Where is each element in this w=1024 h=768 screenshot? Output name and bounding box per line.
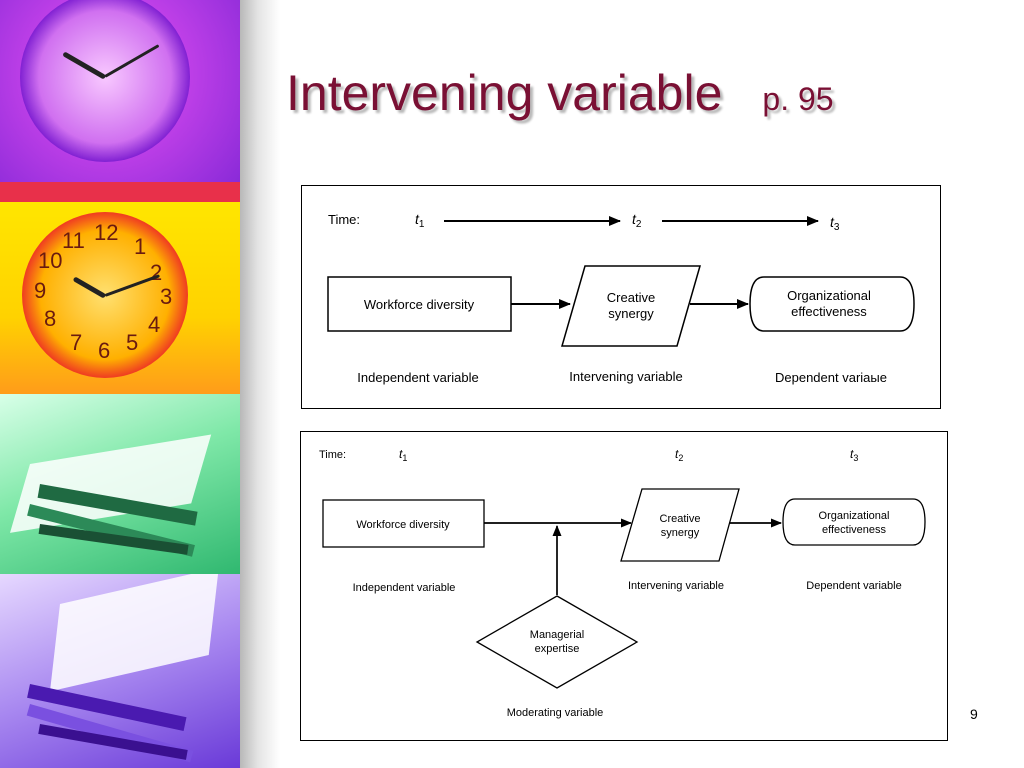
time-t3: t3 xyxy=(830,214,840,233)
slide-number: 9 xyxy=(970,706,978,722)
photo-strip-shadow xyxy=(240,0,280,768)
caption-dependent: Dependent variaыe xyxy=(775,370,887,385)
box-moderating-label-line1: Managerial xyxy=(530,629,584,641)
caption-moderating: Moderating variable xyxy=(507,707,604,719)
box-intervening-variable xyxy=(561,265,701,347)
clock-numeral: 11 xyxy=(62,228,85,253)
color-band xyxy=(0,182,240,202)
clock-face xyxy=(20,0,190,162)
slide-title-text: Intervening variable xyxy=(286,65,723,121)
clock-numeral: 3 xyxy=(160,284,173,309)
box-moderating-label-line2: expertise xyxy=(535,643,580,655)
box-independent-variable xyxy=(322,499,485,548)
caption-intervening: Intervening variable xyxy=(569,369,682,384)
caption-intervening: Intervening variable xyxy=(628,580,724,592)
clock-numeral: 5 xyxy=(126,330,139,355)
clock-minute-hand xyxy=(104,44,160,78)
box-dependent-variable xyxy=(782,498,926,546)
caption-independent: Independent variable xyxy=(353,582,456,594)
box-dependent-label-line1: Organizational xyxy=(787,288,871,303)
clock-hour-hand xyxy=(62,51,107,80)
box-dependent-label-line1: Organizational xyxy=(819,510,890,522)
time-t2: t2 xyxy=(632,211,642,230)
box-intervening-label-line2: synergy xyxy=(608,306,654,321)
clock-numeral: 7 xyxy=(70,330,83,355)
box-independent-label: Workforce diversity xyxy=(356,519,450,531)
box-intervening-label-line2: synergy xyxy=(661,527,700,539)
papers-image-violet xyxy=(0,574,240,768)
paper-sheet xyxy=(27,684,187,731)
time-label: Time: xyxy=(328,212,360,227)
time-label: Time: xyxy=(319,449,346,461)
clock-numeral: 10 xyxy=(38,248,63,273)
box-independent-label: Workforce diversity xyxy=(364,297,475,312)
box-dependent-label-line2: effectiveness xyxy=(822,524,887,536)
diagram-canvas: Time: t1 t2 t3 Workforce diversity Creat… xyxy=(319,447,926,719)
diagram-intervening-variable: Time: t1 t2 t3 Workforce diversity Creat… xyxy=(301,185,941,409)
box-independent-variable xyxy=(327,276,512,332)
box-intervening-label-line1: Creative xyxy=(607,290,655,305)
box-dependent-variable xyxy=(749,276,915,332)
box-dependent-label-line2: effectiveness xyxy=(791,304,867,319)
time-t1: t1 xyxy=(415,211,425,230)
clock-hour-hand xyxy=(72,276,107,299)
clock-face: 12 1 2 3 4 5 6 7 8 9 10 11 xyxy=(22,212,188,378)
page-reference: p. 95 xyxy=(762,81,834,117)
clock-image-orange: 12 1 2 3 4 5 6 7 8 9 10 11 xyxy=(0,202,240,394)
clock-numeral: 6 xyxy=(98,338,111,363)
caption-independent: Independent variable xyxy=(357,370,478,385)
time-t3: t3 xyxy=(850,447,858,463)
time-t2: t2 xyxy=(675,447,683,463)
slide-title: Intervening variable p. 95 xyxy=(286,64,834,122)
clock-numeral: 9 xyxy=(34,278,47,303)
papers-image-green xyxy=(0,394,240,574)
box-intervening-variable xyxy=(620,488,740,562)
box-intervening-label-line1: Creative xyxy=(660,513,701,525)
clock-image-purple xyxy=(0,0,240,182)
box-moderating-variable xyxy=(475,595,639,689)
clock-numeral: 12 xyxy=(94,220,119,245)
time-t1: t1 xyxy=(399,447,407,463)
diagram-moderating-variable: Time: t1 t2 t3 Workforce diversity Creat… xyxy=(300,431,948,741)
decorative-photo-strip: 12 1 2 3 4 5 6 7 8 9 10 11 xyxy=(0,0,240,768)
paper-sheet xyxy=(49,574,219,692)
clock-numeral: 4 xyxy=(148,312,161,337)
diagram-canvas: Time: t1 t2 t3 Workforce diversity Creat… xyxy=(327,211,915,385)
caption-dependent: Dependent variable xyxy=(806,580,901,592)
clock-numeral: 8 xyxy=(44,306,57,331)
clock-numeral: 1 xyxy=(134,234,147,259)
clock-numeral: 2 xyxy=(150,260,163,285)
